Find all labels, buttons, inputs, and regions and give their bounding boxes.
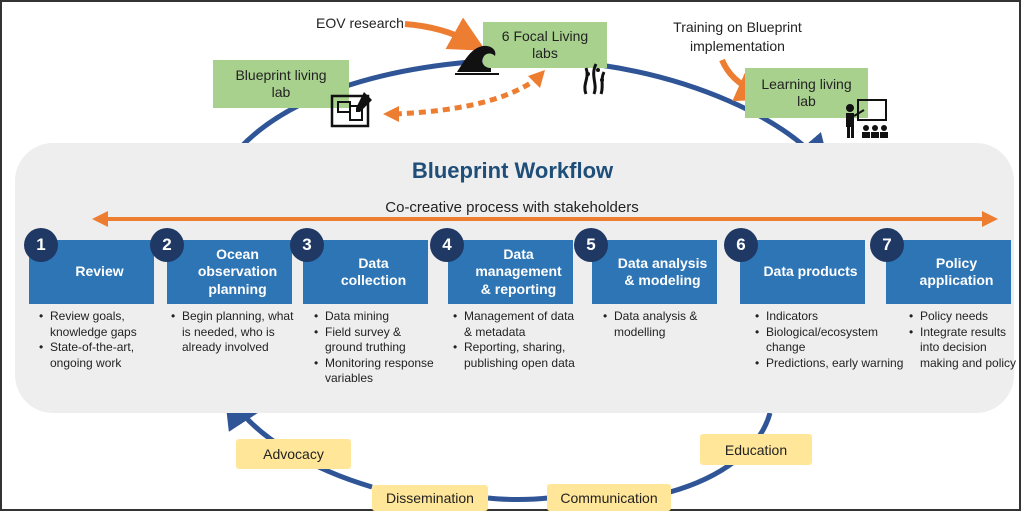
bullet: Policy needs: [909, 309, 1025, 325]
bullet: Integrate results into decision making a…: [909, 325, 1025, 372]
bullet: Indicators: [755, 309, 908, 325]
seaweed-icon: [583, 63, 606, 95]
living-lab-link-head-right: [528, 70, 545, 88]
eov-research-label: EOV research: [316, 15, 404, 31]
step-1-number: 1: [24, 228, 58, 262]
step-4-number: 4: [430, 228, 464, 262]
diagram-subtitle: Co-creative process with stakeholders: [357, 199, 667, 216]
wave-icon: [455, 45, 499, 75]
focal-living-labs-box: 6 Focal Living labs: [483, 22, 607, 68]
step-6-box: Data products: [740, 240, 865, 304]
dissemination-label: Dissemination: [372, 485, 488, 511]
bullet: Monitoring response variables: [314, 356, 440, 387]
eov-arrow: [404, 17, 486, 51]
bullet: Reporting, sharing, publishing open data: [453, 340, 584, 371]
step-2-number: 2: [150, 228, 184, 262]
living-lab-link-head-left: [383, 106, 399, 122]
step-6-bullets: Indicators Biological/ecosystem change P…: [752, 309, 908, 371]
step-5-number: 5: [574, 228, 608, 262]
step-3-bullets: Data mining Field survey & ground truthi…: [311, 309, 440, 387]
step-title: Data management & reporting: [475, 245, 562, 297]
bullet: Predictions, early warning: [755, 356, 908, 372]
step-title: Data products: [763, 263, 858, 280]
bullet: Management of data & metadata: [453, 309, 584, 340]
step-6-number: 6: [724, 228, 758, 262]
step-title: Ocean observation planning: [197, 245, 278, 297]
bullet: Begin planning, what is needed, who is a…: [171, 309, 294, 356]
bullet: Data mining: [314, 309, 440, 325]
training-label: Training on Blueprint implementation: [673, 19, 802, 54]
cycle-arc-lower-mid: [487, 495, 549, 502]
step-3-box: Data collection: [303, 240, 428, 304]
bullet: Field survey & ground truthing: [314, 325, 440, 356]
step-title: Review: [75, 263, 124, 280]
bullet: State-of-the-art, ongoing work: [39, 340, 168, 371]
bullet: Review goals, knowledge gaps: [39, 309, 168, 340]
blueprint-plan-icon: [330, 92, 372, 128]
step-4-box: Data management & reporting: [448, 240, 573, 304]
step-1-bullets: Review goals, knowledge gaps State-of-th…: [36, 309, 168, 371]
living-lab-link: [394, 77, 537, 117]
teacher-icon: [846, 99, 888, 138]
education-label: Education: [700, 434, 812, 465]
communication-label: Communication: [547, 484, 671, 511]
step-2-box: Ocean observation planning: [167, 240, 292, 304]
step-5-bullets: Data analysis & modelling: [600, 309, 729, 340]
arrow-head-left: [92, 211, 108, 227]
advocacy-label: Advocacy: [236, 439, 351, 469]
step-2-bullets: Begin planning, what is needed, who is a…: [168, 309, 294, 356]
step-title: Data collection: [340, 254, 407, 289]
step-5-box: Data analysis & modeling: [592, 240, 717, 304]
step-7-bullets: Policy needs Integrate results into deci…: [906, 309, 1025, 371]
step-title: Policy application: [919, 254, 994, 289]
arrow-head-right: [982, 211, 998, 227]
diagram-title: Blueprint Workflow: [411, 158, 614, 183]
bullet: Biological/ecosystem change: [755, 325, 908, 356]
step-4-bullets: Management of data & metadata Reporting,…: [450, 309, 584, 371]
step-title: Data analysis & modeling: [617, 254, 708, 289]
step-7-box: Policy application: [886, 240, 1011, 304]
step-7-number: 7: [870, 228, 904, 262]
step-3-number: 3: [290, 228, 324, 262]
bullet: Data analysis & modelling: [603, 309, 729, 340]
blueprint-living-lab-box: Blueprint living lab: [213, 60, 349, 108]
